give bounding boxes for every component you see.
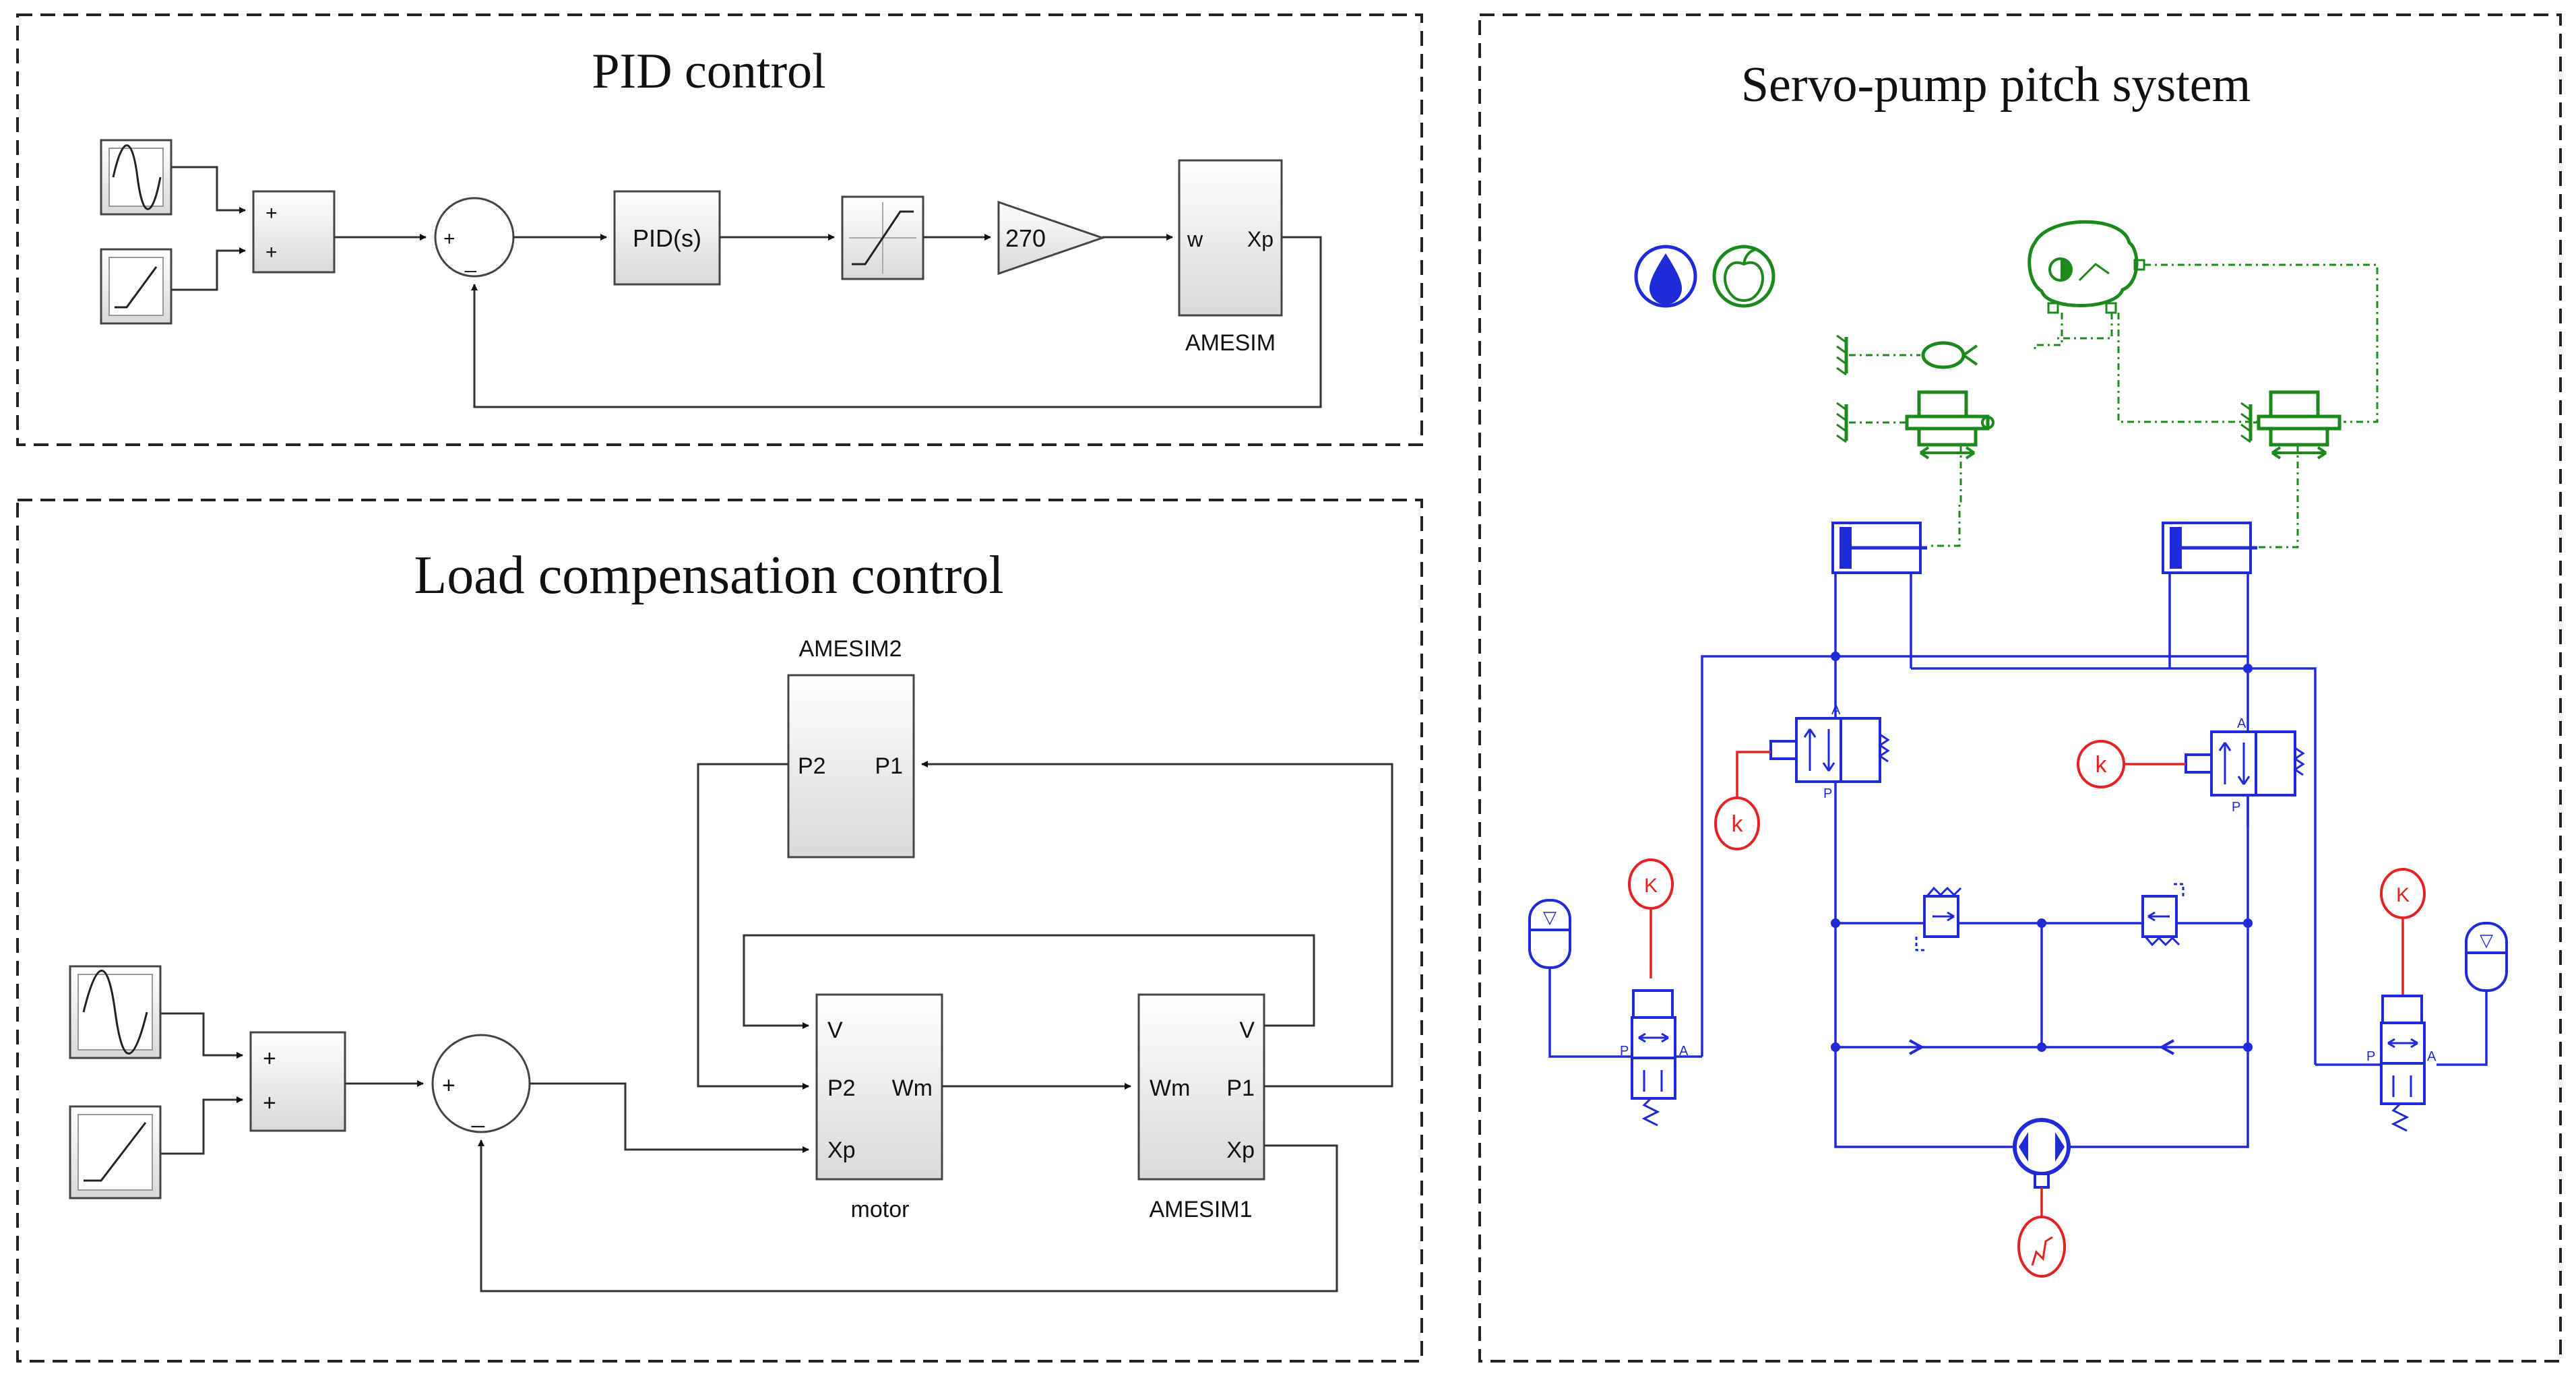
pid-panel-title: PID control bbox=[592, 44, 825, 99]
pitch-mechanism-icon[interactable] bbox=[2028, 220, 2145, 314]
svg-text:Wm: Wm bbox=[892, 1075, 933, 1101]
gain-block[interactable]: 270 bbox=[997, 200, 1106, 276]
right-lower-valve[interactable]: P A bbox=[2315, 995, 2437, 1132]
pump-drive-signal[interactable] bbox=[2017, 1187, 2066, 1278]
svg-text:+: + bbox=[263, 1090, 276, 1116]
pid-controller-block[interactable]: PID(s) bbox=[613, 190, 721, 286]
load-sine-source-block[interactable] bbox=[69, 965, 162, 1059]
rotary-joint-icon[interactable] bbox=[1836, 334, 1978, 376]
right-hydraulic-cylinder[interactable] bbox=[2162, 522, 2257, 574]
svg-text:_: _ bbox=[471, 1102, 485, 1128]
load-compare-junction[interactable]: + _ bbox=[431, 1034, 531, 1133]
svg-text:+: + bbox=[263, 1046, 276, 1071]
amesim2-block[interactable]: P2 P1 bbox=[787, 674, 915, 858]
svg-text:A: A bbox=[2237, 716, 2247, 731]
svg-text:P: P bbox=[1620, 1044, 1629, 1059]
svg-text:Xp: Xp bbox=[1226, 1137, 1255, 1163]
svg-text:+: + bbox=[265, 241, 278, 263]
amesim1-block[interactable]: Wm V P1 Xp bbox=[1137, 993, 1265, 1181]
right-lower-signal-input[interactable]: K bbox=[2380, 868, 2426, 996]
svg-text:▽: ▽ bbox=[1543, 907, 1557, 927]
left-lower-signal-input[interactable]: K bbox=[1628, 858, 1674, 978]
svg-text:P2: P2 bbox=[827, 1075, 856, 1101]
svg-text:K: K bbox=[2396, 884, 2410, 906]
pid-feedback-wire bbox=[471, 236, 1322, 408]
right-valve-signal-input[interactable]: k bbox=[2077, 740, 2186, 788]
left-accumulator[interactable]: ▽ bbox=[1528, 899, 1632, 1058]
load-ramp-source-block[interactable] bbox=[69, 1105, 162, 1199]
amesim1-block-name: AMESIM1 bbox=[1149, 1197, 1252, 1222]
svg-text:+: + bbox=[442, 1073, 455, 1098]
left-hydraulic-cylinder[interactable] bbox=[1831, 522, 1927, 574]
pid-compare-junction[interactable]: + _ bbox=[434, 197, 515, 278]
svg-text:Xp: Xp bbox=[827, 1137, 856, 1163]
svg-text:P1: P1 bbox=[875, 753, 903, 779]
amesim-block-name: AMESIM bbox=[1185, 330, 1276, 356]
ramp-source-block[interactable] bbox=[100, 248, 172, 325]
motor-block-name: motor bbox=[851, 1197, 910, 1222]
svg-text:k: k bbox=[1732, 811, 1744, 837]
svg-text:A: A bbox=[1831, 703, 1841, 718]
hydraulic-fluid-icon[interactable] bbox=[1634, 245, 1697, 308]
load-sum-block[interactable]: + + bbox=[249, 1031, 346, 1132]
left-linkage-icon[interactable] bbox=[1836, 390, 1994, 460]
right-check-valve[interactable] bbox=[2158, 1039, 2174, 1055]
sine-source-block[interactable] bbox=[100, 139, 172, 216]
svg-text:A: A bbox=[1679, 1044, 1689, 1059]
svg-text:Xp: Xp bbox=[1247, 227, 1274, 251]
svg-text:P: P bbox=[2232, 800, 2240, 815]
svg-text:P: P bbox=[2366, 1049, 2375, 1064]
svg-text:PID(s): PID(s) bbox=[633, 224, 701, 252]
servo-panel-title: Servo-pump pitch system bbox=[1741, 57, 2251, 113]
right-directional-valve[interactable]: A P bbox=[2185, 716, 2305, 815]
pid-sum-block[interactable]: + + bbox=[252, 190, 336, 274]
svg-text:Wm: Wm bbox=[1150, 1075, 1190, 1101]
right-relief-valve[interactable] bbox=[2141, 883, 2185, 947]
svg-text:270: 270 bbox=[1005, 224, 1046, 252]
pid-control-panel: PID control + + + _ P bbox=[16, 13, 1423, 446]
general-properties-icon[interactable] bbox=[1712, 245, 1776, 308]
svg-text:K: K bbox=[1644, 875, 1658, 897]
motor-block[interactable]: V P2 Xp Wm bbox=[815, 993, 943, 1181]
svg-text:A: A bbox=[2427, 1049, 2437, 1064]
svg-text:P1: P1 bbox=[1226, 1075, 1255, 1101]
svg-text:▽: ▽ bbox=[2480, 930, 2493, 950]
right-linkage-icon[interactable] bbox=[2240, 390, 2342, 460]
left-directional-valve[interactable]: A P bbox=[1769, 703, 1890, 801]
svg-text:V: V bbox=[1239, 1018, 1255, 1043]
right-accumulator[interactable]: ▽ bbox=[2437, 922, 2508, 1066]
left-relief-valve[interactable] bbox=[1915, 886, 1962, 951]
left-valve-signal-input[interactable]: k bbox=[1714, 751, 1771, 850]
amesim-block[interactable]: w Xp bbox=[1178, 159, 1283, 317]
load-compensation-panel: Load compensation control + + + _ AMESIM… bbox=[16, 499, 1423, 1363]
servo-pump[interactable] bbox=[2013, 1118, 2071, 1189]
svg-text:+: + bbox=[265, 202, 278, 224]
svg-text:w: w bbox=[1187, 227, 1203, 251]
saturation-block[interactable] bbox=[841, 195, 924, 280]
svg-text:P2: P2 bbox=[798, 753, 826, 779]
amesim2-block-name: AMESIM2 bbox=[798, 636, 902, 662]
svg-text:k: k bbox=[2096, 752, 2108, 778]
svg-text:+: + bbox=[443, 228, 455, 250]
servo-pump-panel: Servo-pump pitch system bbox=[1478, 13, 2562, 1363]
left-check-valve[interactable] bbox=[1909, 1039, 1925, 1055]
svg-text:_: _ bbox=[464, 251, 477, 273]
svg-text:V: V bbox=[827, 1018, 843, 1043]
load-panel-title: Load compensation control bbox=[414, 546, 1003, 605]
left-lower-valve[interactable]: P A bbox=[1620, 989, 1702, 1127]
svg-text:P: P bbox=[1823, 786, 1832, 801]
